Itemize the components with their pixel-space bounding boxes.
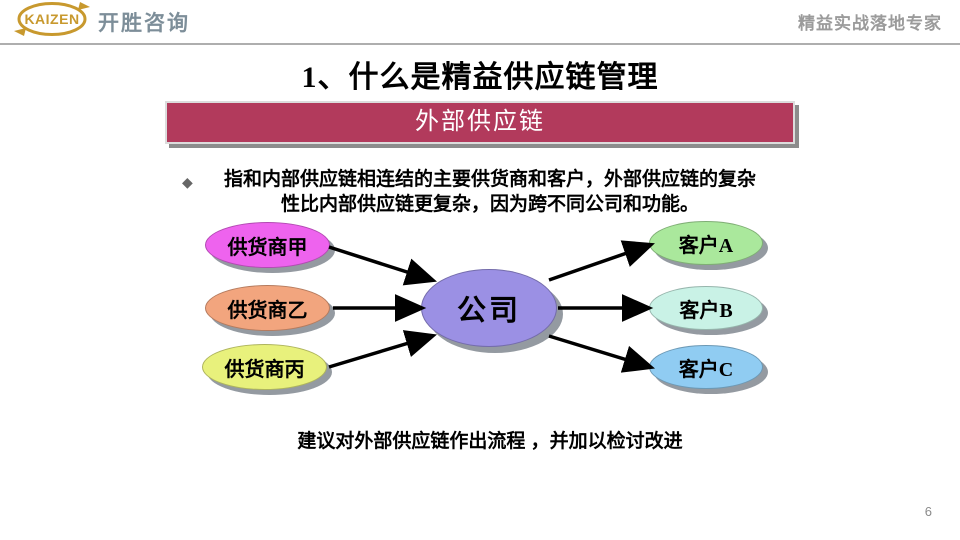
header: KAIZEN 开胜咨询 精益实战落地专家 xyxy=(0,0,960,45)
node-customer-c: 客户C xyxy=(649,345,763,389)
node-supplier-b: 供货商乙 xyxy=(205,285,330,331)
header-tagline: 精益实战落地专家 xyxy=(798,14,942,33)
kaizen-logo-icon: KAIZEN xyxy=(14,0,90,44)
node-supplier-c: 供货商丙 xyxy=(202,344,327,390)
footer-note: 建议对外部供应链作出流程 ，并加以检讨改进 xyxy=(297,431,683,452)
section-banner: 外部供应链 xyxy=(165,101,795,144)
node-customer-b: 客户B xyxy=(649,286,763,330)
bullet-line-2: 性比内部供应链更复杂，因为跨不同公司和功能。 xyxy=(280,194,699,215)
arrow-company-to-customer-a xyxy=(548,240,655,282)
bullet-line-1: 指和内部供应链相连结的主要供货商和客户，外部供应链的复杂 xyxy=(223,169,756,190)
node-customer-a: 客户A xyxy=(649,221,763,265)
arrow-supplier-c-to-company xyxy=(328,330,438,369)
page-title: 1、什么是精益供应链管理 xyxy=(301,61,659,94)
company-name: 开胜咨询 xyxy=(98,11,190,35)
page-number: 6 xyxy=(924,504,932,519)
svg-text:KAIZEN: KAIZEN xyxy=(24,11,79,27)
diamond-bullet-icon: ◆ xyxy=(182,174,193,190)
bullet-paragraph: ◆ 指和内部供应链相连结的主要供货商和客户，外部供应链的复杂 性比内部供应链更复… xyxy=(20,167,960,217)
brand: KAIZEN 开胜咨询 xyxy=(14,0,190,44)
node-supplier-a: 供货商甲 xyxy=(205,222,330,268)
node-company: 公司 xyxy=(421,269,557,347)
arrow-company-to-customer-c xyxy=(548,334,656,373)
arrow-supplier-a-to-company xyxy=(328,245,437,286)
